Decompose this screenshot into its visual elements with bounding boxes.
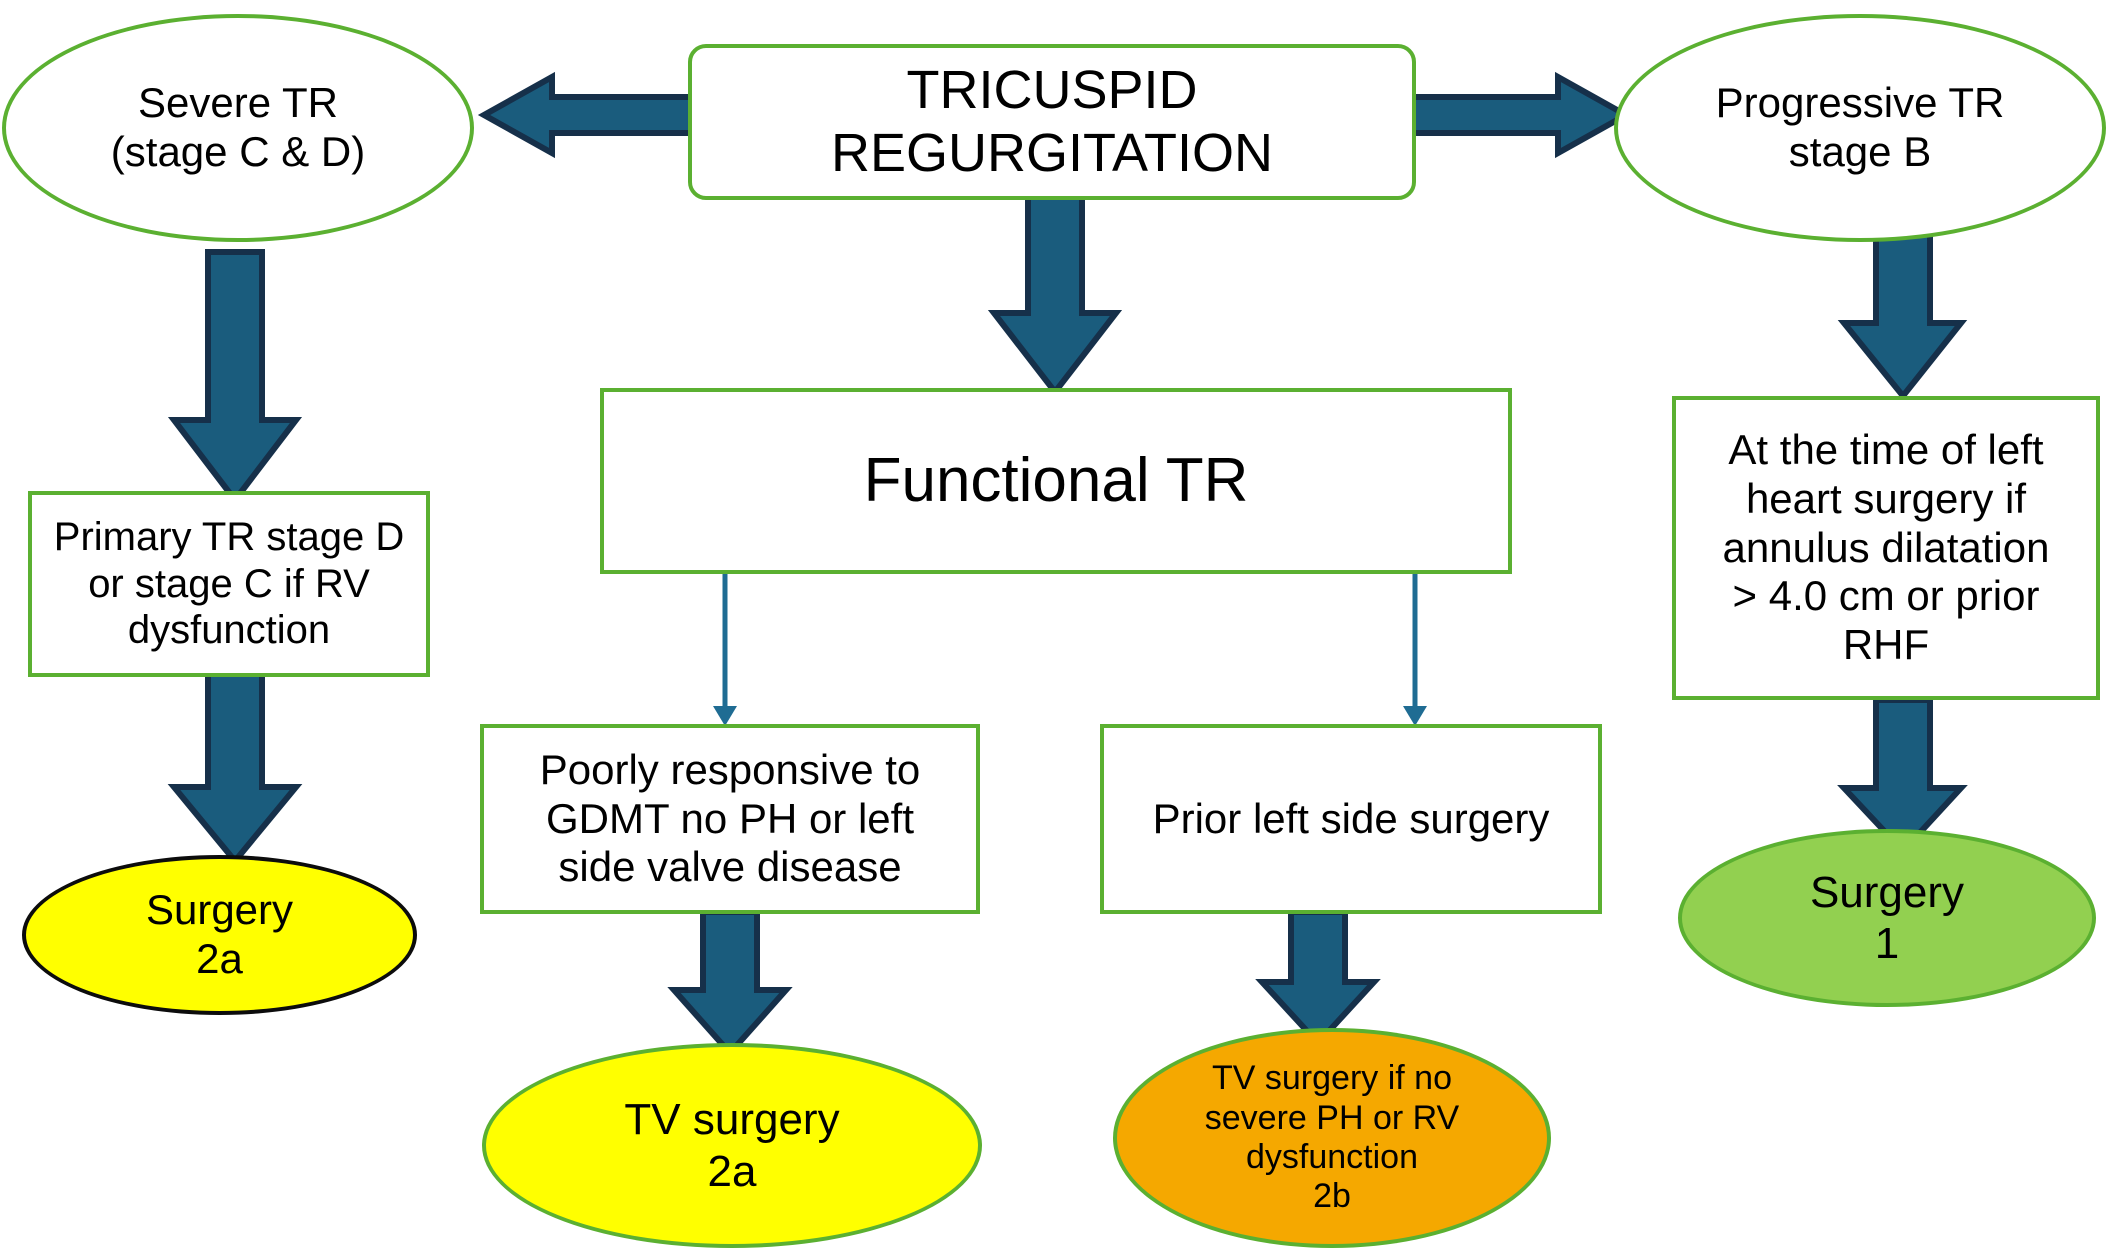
node-surgery-1-line-2: 1 bbox=[1874, 919, 1900, 968]
node-surgery-2a[interactable]: Surgery 2a bbox=[22, 855, 417, 1015]
node-primary-tr[interactable]: Primary TR stage D or stage C if RV dysf… bbox=[28, 491, 430, 677]
node-root-line-1: TRICUSPID bbox=[906, 60, 1198, 121]
node-root-line-2: REGURGITATION bbox=[831, 123, 1273, 183]
node-primary-tr-line-1: Primary TR stage D bbox=[53, 515, 405, 560]
node-prior-left-side-surgery-line-1: Prior left side surgery bbox=[1152, 794, 1550, 842]
node-tv-surgery-2b[interactable]: TV surgery if no severe PH or RV dysfunc… bbox=[1113, 1028, 1551, 1248]
node-surgery-2a-line-2: 2a bbox=[196, 935, 243, 982]
node-poorly-responsive-line-2: GDMT no PH or left bbox=[546, 794, 914, 842]
arrow-severe-tr-to-primary-tr bbox=[167, 249, 303, 505]
node-severe-tr-line-2: (stage C & D) bbox=[110, 128, 366, 175]
arrow-functional-tr-to-prior-left-side-surgery bbox=[1403, 568, 1427, 726]
node-tv-surgery-2b-line-4: 2b bbox=[1313, 1177, 1351, 1216]
node-primary-tr-line-3: dysfunction bbox=[127, 608, 331, 653]
arrow-prior-left-side-surgery-to-tv-surgery-2b bbox=[1255, 909, 1381, 1048]
node-surgery-1-line-1: Surgery bbox=[1809, 867, 1965, 917]
node-left-heart-surgery[interactable]: At the time of left heart surgery if ann… bbox=[1672, 396, 2100, 700]
node-left-heart-surgery-line-5: RHF bbox=[1842, 621, 1930, 669]
node-tv-surgery-2b-line-3: dysfunction bbox=[1246, 1138, 1418, 1176]
node-poorly-responsive[interactable]: Poorly responsive to GDMT no PH or left … bbox=[480, 724, 980, 914]
arrow-poorly-responsive-to-tv-surgery-2a bbox=[667, 909, 793, 1058]
arrow-functional-tr-to-poorly-responsive bbox=[713, 568, 737, 726]
node-primary-tr-line-2: or stage C if RV bbox=[88, 561, 370, 606]
node-functional-tr-line-1: Functional TR bbox=[863, 446, 1249, 516]
arrow-left-heart-surgery-to-surgery-1 bbox=[1837, 697, 1968, 856]
node-tv-surgery-2a-line-1: TV surgery bbox=[624, 1095, 840, 1145]
node-tv-surgery-2a[interactable]: TV surgery 2a bbox=[482, 1043, 982, 1248]
arrow-root-to-progressive-tr bbox=[1407, 71, 1633, 159]
node-tv-surgery-2b-line-2: severe PH or RV bbox=[1204, 1098, 1460, 1137]
node-progressive-tr-line-2: stage B bbox=[1788, 128, 1932, 175]
node-severe-tr[interactable]: Severe TR (stage C & D) bbox=[2, 14, 474, 242]
node-tricuspid-regurgitation[interactable]: TRICUSPID REGURGITATION bbox=[688, 44, 1416, 200]
node-tv-surgery-2b-line-1: TV surgery if no bbox=[1212, 1059, 1452, 1098]
node-progressive-tr-line-1: Progressive TR bbox=[1715, 79, 2005, 127]
node-tv-surgery-2a-line-2: 2a bbox=[707, 1146, 757, 1196]
node-poorly-responsive-line-3: side valve disease bbox=[558, 843, 902, 891]
node-left-heart-surgery-line-3: annulus dilatation bbox=[1722, 523, 2050, 571]
node-functional-tr[interactable]: Functional TR bbox=[600, 388, 1512, 574]
node-severe-tr-line-1: Severe TR bbox=[138, 79, 338, 127]
node-surgery-2a-line-1: Surgery bbox=[145, 886, 294, 934]
arrow-root-to-severe-tr bbox=[477, 71, 703, 159]
arrow-primary-tr-to-surgery-2a bbox=[167, 662, 303, 866]
node-left-heart-surgery-line-2: heart surgery if bbox=[1745, 474, 2027, 522]
node-prior-left-side-surgery[interactable]: Prior left side surgery bbox=[1100, 724, 1602, 914]
node-progressive-tr[interactable]: Progressive TR stage B bbox=[1614, 14, 2106, 242]
node-surgery-1[interactable]: Surgery 1 bbox=[1678, 829, 2096, 1007]
node-poorly-responsive-line-1: Poorly responsive to bbox=[539, 745, 921, 793]
node-left-heart-surgery-line-1: At the time of left bbox=[1728, 426, 2044, 474]
node-left-heart-surgery-line-4: > 4.0 cm or prior bbox=[1732, 572, 2040, 620]
